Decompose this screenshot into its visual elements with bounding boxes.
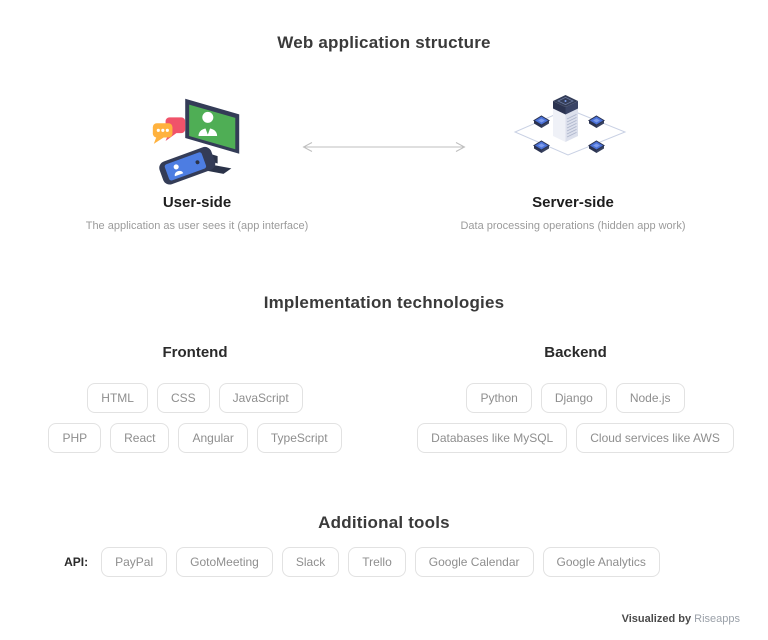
user-devices-illustration (152, 98, 240, 185)
api-row: API: PayPal GotoMeeting Slack Trello Goo… (0, 547, 746, 577)
monitor-screen (189, 104, 236, 150)
network-chip (533, 140, 550, 153)
backend-group: Backend Python Django Node.js Databases … (417, 344, 734, 463)
bubble-dot (161, 128, 165, 132)
network-chip (588, 140, 605, 153)
tech-tag: Python (466, 383, 532, 413)
tech-tag: Node.js (615, 383, 685, 413)
phone-screen (164, 152, 207, 181)
network-lines (513, 108, 627, 156)
server-network-illustration (513, 95, 627, 156)
frontend-group: Frontend HTML CSS JavaScript PHP React A… (40, 344, 350, 463)
user-side-illustration-wrap (47, 84, 347, 192)
server-side-illustration-wrap (423, 84, 723, 192)
chat-bubble-orange-tail (153, 136, 164, 144)
api-tag: Google Analytics (542, 547, 660, 577)
server-side-node: Server-side Data processing operations (… (423, 84, 723, 232)
phone-button (195, 160, 200, 165)
user-side-label: User-side (162, 194, 232, 211)
tech-tag: JavaScript (218, 383, 303, 413)
page-title: Web application structure (277, 33, 491, 52)
tech-tag: React (110, 423, 170, 453)
tech-tag: Cloud services like AWS (576, 423, 734, 453)
bubble-dot (156, 128, 160, 132)
phone (159, 146, 216, 185)
tech-tag: Django (540, 383, 607, 413)
tools-title: Additional tools (318, 513, 450, 532)
frontend-row-2: PHP React Angular TypeScript (40, 423, 350, 453)
phone-user-body (174, 170, 184, 177)
api-tag: GotoMeeting (176, 547, 273, 577)
server-side-label: Server-side (532, 194, 614, 211)
backend-row-2: Databases like MySQL Cloud services like… (417, 423, 734, 453)
phone-user-icon (173, 164, 179, 170)
monitor-user-tie (205, 124, 211, 135)
double-headed-arrow-icon (302, 142, 466, 152)
frontend-title: Frontend (162, 344, 228, 361)
tech-tag: TypeScript (256, 423, 342, 453)
frontend-row-1: HTML CSS JavaScript (40, 383, 350, 413)
backend-title: Backend (544, 344, 607, 361)
technologies-title: Implementation technologies (263, 293, 505, 312)
attribution-brand: Riseapps (694, 613, 740, 625)
api-label: API: (64, 555, 89, 569)
api-tag: PayPal (101, 547, 168, 577)
backend-row-1: Python Django Node.js (418, 383, 733, 413)
network-chip (533, 115, 550, 128)
network-chip (588, 115, 605, 128)
api-tag: Trello (348, 547, 406, 577)
monitor-user-icon (202, 111, 214, 123)
tech-tag: Databases like MySQL (417, 423, 568, 453)
attribution-prefix: Visualized by (621, 613, 692, 625)
bubble-dot (165, 128, 169, 132)
api-tag: Google Calendar (414, 547, 534, 577)
api-tag: Slack (281, 547, 340, 577)
user-side-description: The application as user sees it (app int… (85, 220, 309, 232)
user-side-node: User-side The application as user sees i… (47, 84, 347, 232)
server-tower (553, 95, 578, 142)
tech-tag: Angular (178, 423, 248, 453)
tech-tag: PHP (48, 423, 102, 453)
server-side-description: Data processing operations (hidden app w… (460, 220, 686, 232)
attribution: Visualized by Riseapps (622, 613, 740, 625)
tech-tag: HTML (87, 383, 148, 413)
tech-tag: CSS (156, 383, 210, 413)
